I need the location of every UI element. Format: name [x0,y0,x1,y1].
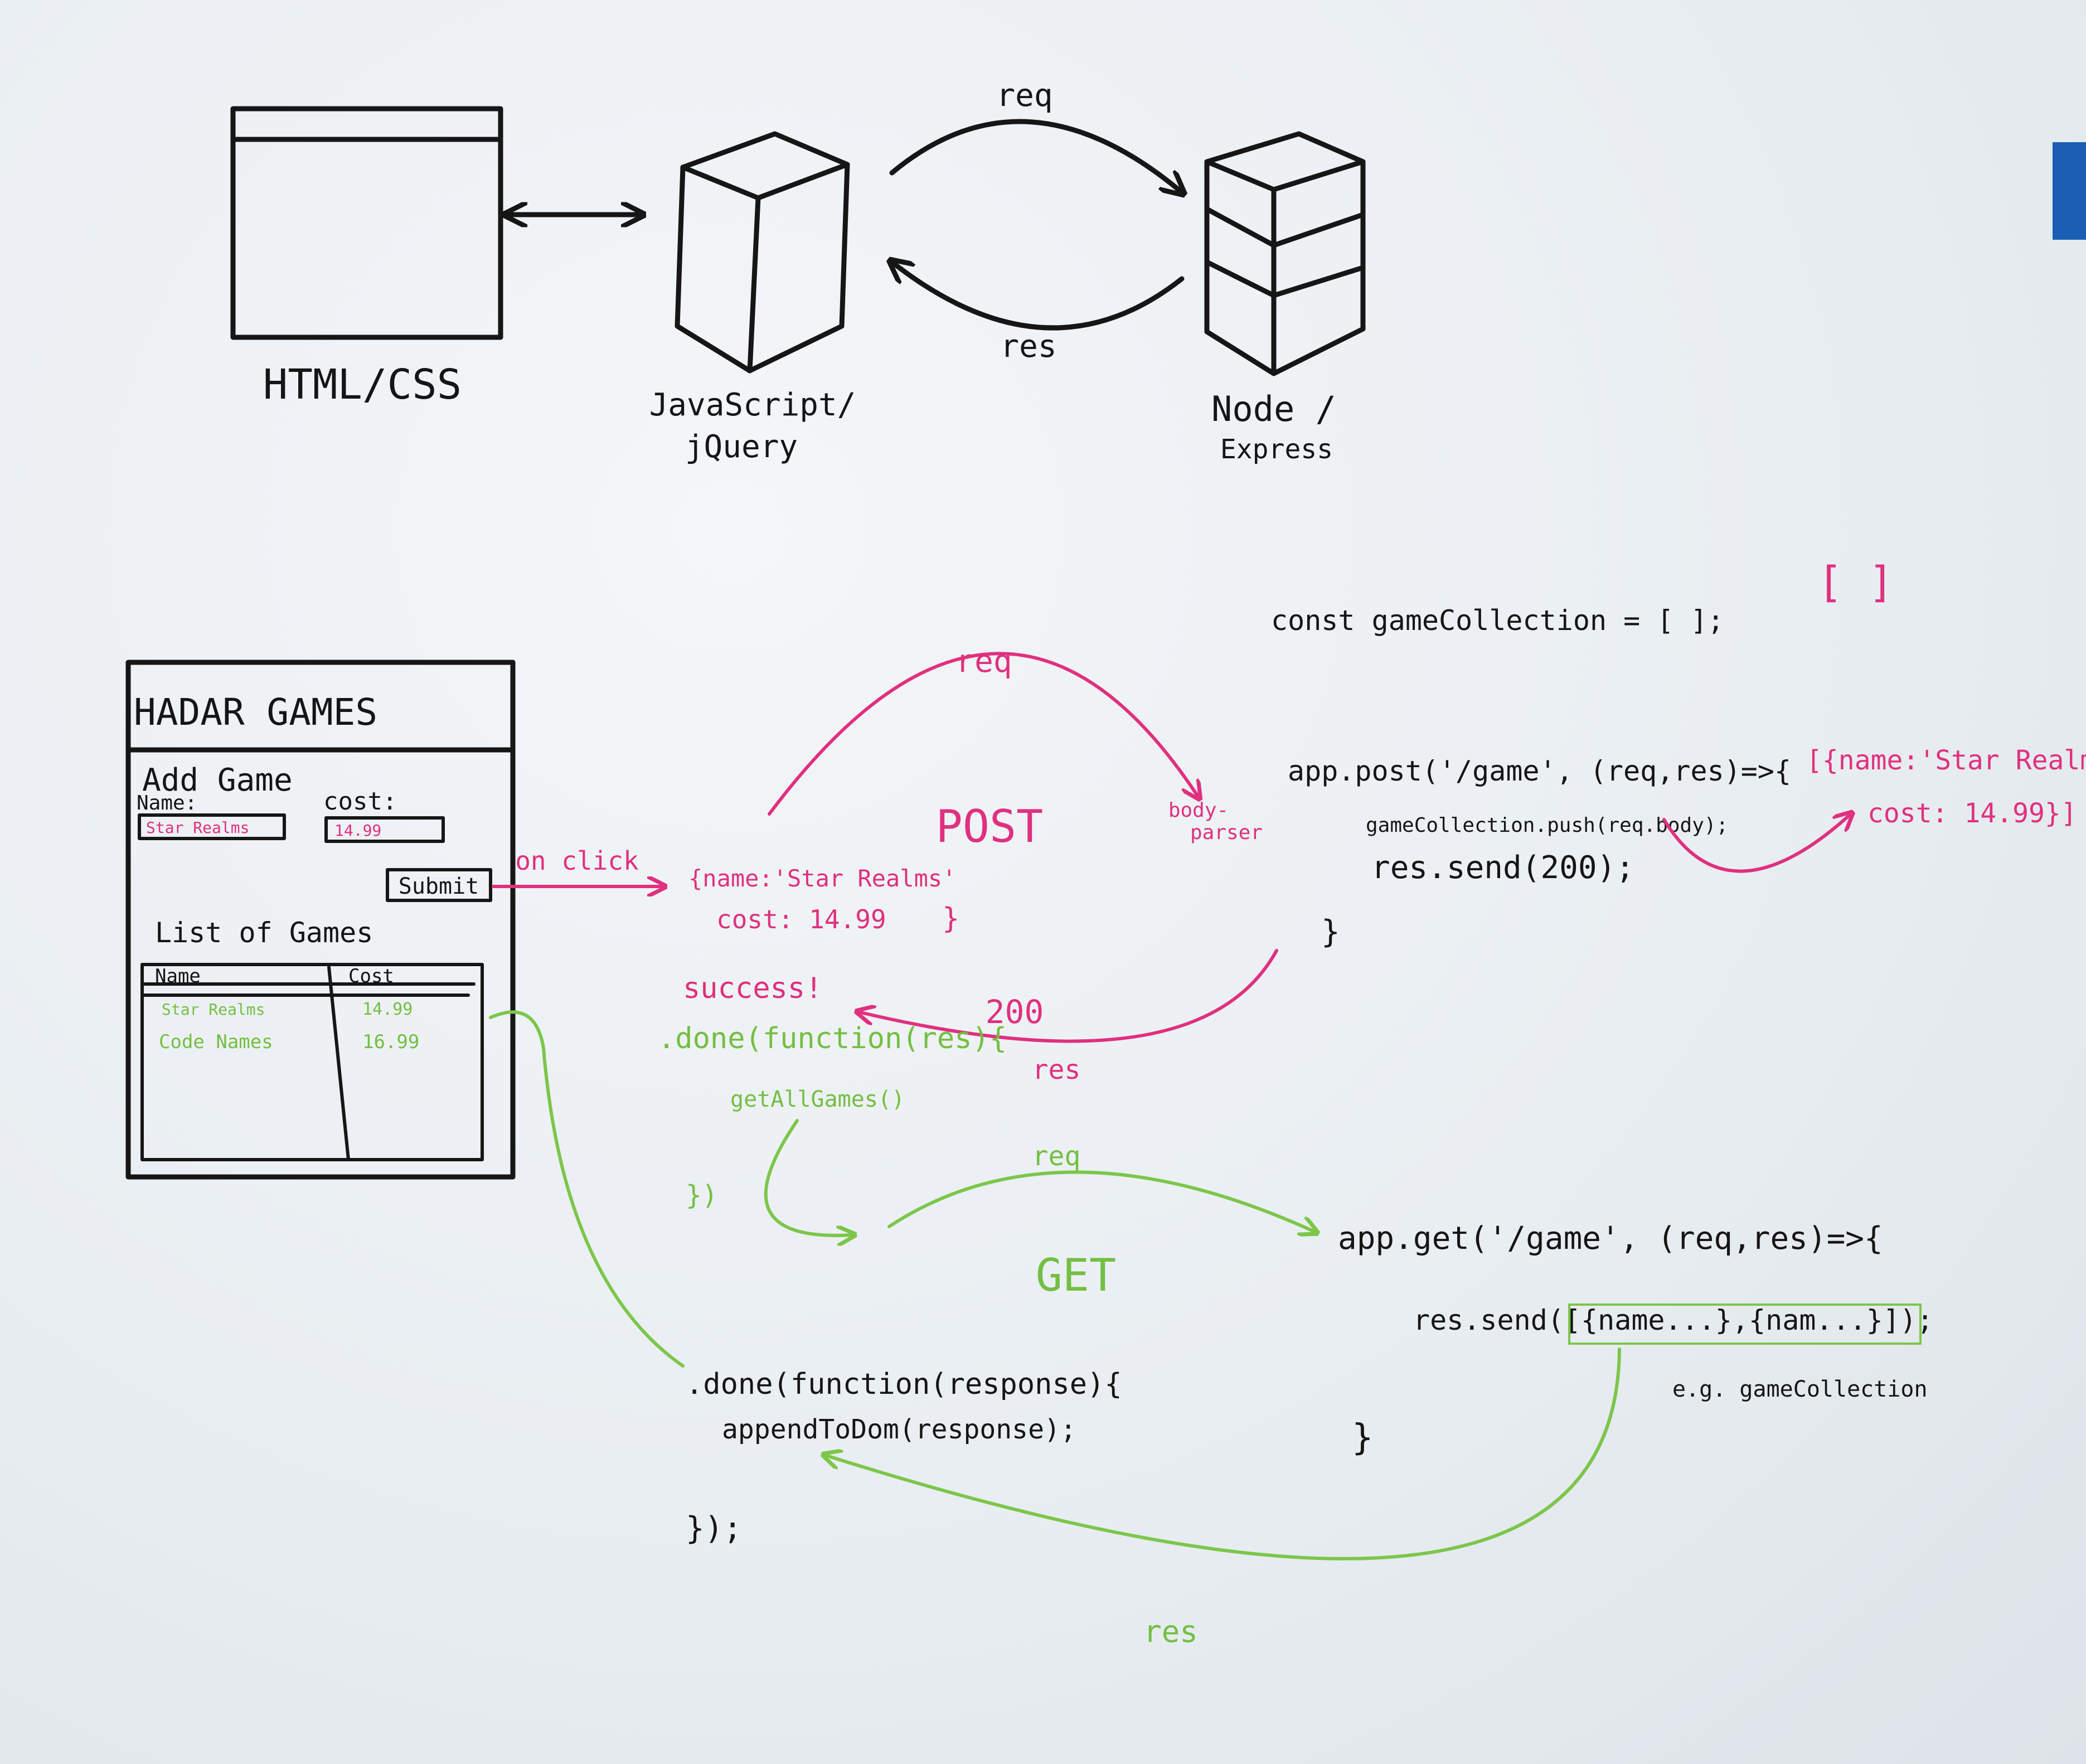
post-object-line2: cost: 14.99 [716,904,886,934]
post-object-line1: {name:'Star Realms' [688,865,956,892]
filled-collection-note-1: [{name:'Star Realms' [1806,745,2086,776]
filled-collection-note-2: cost: 14.99}] [1867,798,2077,829]
post-res-arrow [858,949,1278,1043]
req-label: req [996,77,1052,114]
done-callback-line: .done(function(res){ [658,1022,1007,1055]
app-mockup [125,660,516,1180]
app-get-line: app.get('/game', (req,res)=>{ [1338,1220,1883,1257]
post-res-label: res [1032,1054,1081,1085]
post-req-arrow [768,652,1199,816]
post-close-brace: } [1321,914,1340,950]
done-callback-close: }) [686,1180,718,1211]
get-done-line: .done(function(response){ [686,1368,1122,1401]
name-input[interactable] [138,813,286,840]
append-to-dom-line: appendToDom(response); [722,1414,1076,1445]
row-2-cost: 16.99 [362,1031,419,1053]
app-post-line: app.post('/game', (req,res)=>{ [1288,755,1791,787]
col-cost-header: Cost [348,965,394,987]
send-200-line: res.send(200); [1371,850,1634,886]
row-2-name: Code Names [159,1031,273,1053]
express-label: Express [1220,434,1333,465]
html-css-label: HTML/CSS [263,361,462,409]
games-table [140,963,484,1161]
add-game-heading: Add Game [142,762,293,798]
get-res-label: res [1143,1614,1198,1649]
submit-button[interactable] [386,868,492,902]
post-object-close: } [942,902,959,936]
blue-marker-mark [2053,142,2086,240]
get-all-games-call: getAllGames() [730,1087,905,1112]
get-send-line: res.send([{name...},{nam...}]); [1413,1304,1933,1336]
res-label: res [1000,328,1056,365]
cost-input[interactable] [324,816,445,843]
cost-label: cost: [323,787,397,816]
javascript-box-icon [675,131,850,374]
body-parser-label-2: parser [1190,821,1263,844]
get-res-arrow [825,1348,1621,1561]
javascript-label: JavaScript/ [649,387,856,423]
cost-input-value: 14.99 [334,821,381,840]
post-req-label: req [955,643,1012,680]
name-input-value: Star Realms [146,818,249,837]
get-done-close: }); [686,1510,742,1547]
mockup-title: HADAR GAMES [134,691,377,734]
const-collection-line: const gameCollection = [ ]; [1271,604,1724,637]
status-200-label: 200 [986,993,1044,1031]
node-server-stack-icon [1204,131,1366,376]
post-method-label: POST [936,801,1044,852]
browser-window-icon [230,106,503,340]
on-click-label: on click [515,846,639,876]
example-collection-label: e.g. gameCollection [1672,1377,1928,1402]
push-result-arrow [1662,814,1851,873]
response-array-highlight [1568,1303,1922,1345]
get-close-brace: } [1352,1417,1374,1458]
res-arrow [892,262,1185,331]
col-name-header: Name [155,965,201,987]
name-label: Name: [137,792,197,815]
get-all-to-get-arrow [764,1119,853,1235]
get-req-label: req [1032,1141,1081,1172]
get-method-label: GET [1036,1249,1117,1301]
jquery-label: jQuery [685,429,798,465]
body-parser-label-1: body- [1168,799,1229,822]
get-req-arrow [887,1170,1316,1232]
node-label: Node / [1211,389,1336,429]
row-1-name: Star Realms [162,1000,265,1019]
submit-label: Submit [399,874,479,899]
table-render-link [489,1010,685,1368]
req-arrow [889,119,1182,192]
list-heading: List of Games [155,917,373,949]
row-1-cost: 14.99 [362,1000,413,1019]
success-label: success! [683,972,822,1005]
empty-collection-note: [ ] [1817,557,1894,607]
